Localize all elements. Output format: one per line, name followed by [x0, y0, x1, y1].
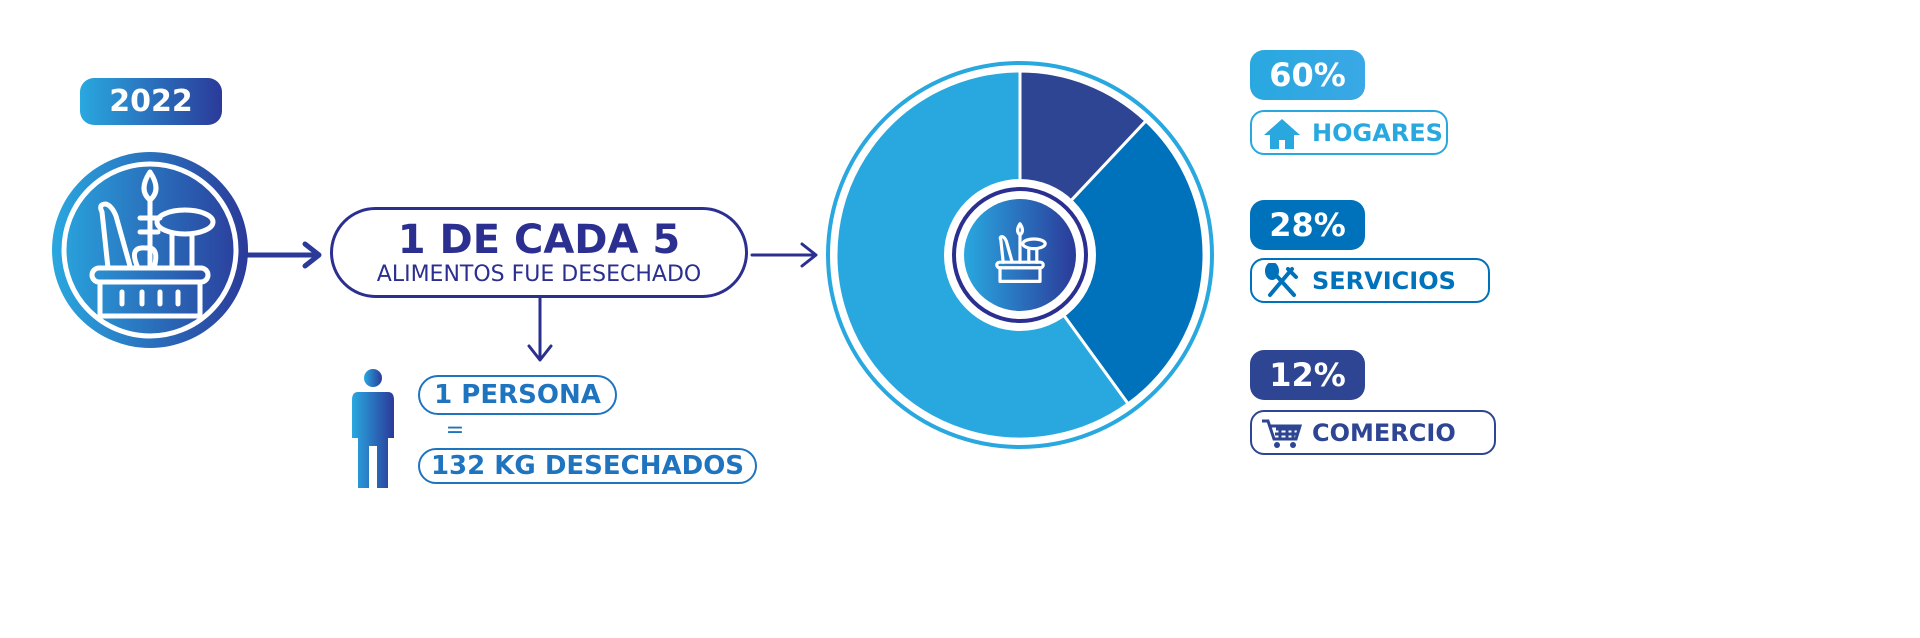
pie-outer-ring	[826, 61, 1214, 449]
fork-knife-icon	[1265, 262, 1298, 297]
cart-icon	[1262, 419, 1303, 448]
legend-comercio-label: COMERCIO	[1312, 418, 1456, 447]
food-basket-icon	[52, 152, 248, 348]
year-badge: 2022	[80, 78, 222, 125]
headline-main: 1 DE CADA 5	[397, 217, 681, 263]
pie-chart	[826, 61, 1214, 449]
arrow-right-icon	[245, 241, 322, 269]
legend-hogares-percent: 60%	[1250, 50, 1365, 100]
equals-sign: =	[445, 418, 465, 443]
legend-hogares: HOGARES	[1250, 110, 1448, 155]
headline-box: 1 DE CADA 5 ALIMENTOS FUE DESECHADO	[330, 207, 748, 298]
legend-servicios-label: SERVICIOS	[1312, 266, 1456, 295]
arrow-down-icon	[527, 298, 553, 362]
person-icon	[352, 369, 394, 488]
legend-comercio-percent: 12%	[1250, 350, 1365, 400]
legend-comercio: COMERCIO	[1250, 410, 1496, 455]
per-person-label: 1 PERSONA	[418, 375, 617, 415]
house-icon	[1264, 118, 1300, 149]
legend-servicios: SERVICIOS	[1250, 258, 1490, 303]
food-basket-icon	[995, 222, 1047, 284]
legend-servicios-percent: 28%	[1250, 200, 1365, 250]
pie-center-ring	[952, 187, 1088, 323]
pie-slice-servicios	[1018, 118, 1206, 406]
per-person-kg: 132 KG DESECHADOS	[418, 448, 757, 484]
arrow-right-icon	[750, 242, 818, 268]
legend-hogares-label: HOGARES	[1312, 118, 1443, 147]
headline-sub: ALIMENTOS FUE DESECHADO	[376, 262, 702, 287]
